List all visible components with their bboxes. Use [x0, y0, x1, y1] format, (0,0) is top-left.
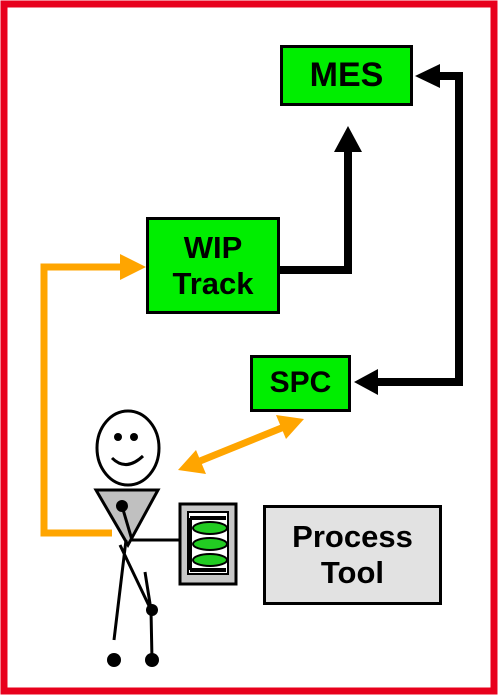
spc-label: SPC	[269, 366, 332, 400]
process-tool-label-line1: Process	[292, 519, 413, 555]
arrow-operator-to-wip	[40, 254, 146, 537]
wafer-cassette-icon	[178, 502, 238, 586]
mes-box: MES	[280, 45, 413, 106]
stick-figure-operator-icon	[93, 409, 193, 667]
process-tool-box: Process Tool	[263, 505, 442, 605]
arrow-wip-to-mes	[280, 126, 362, 274]
spc-box: SPC	[250, 355, 351, 412]
wip-track-box: WIP Track	[146, 217, 280, 314]
wip-track-label-line1: WIP	[183, 229, 243, 265]
mes-label: MES	[309, 55, 384, 94]
process-tool-label-line2: Tool	[320, 555, 385, 590]
wip-track-label-line2: Track	[172, 265, 254, 301]
arrow-operator-spc	[178, 415, 304, 474]
arrow-mes-spc	[354, 64, 463, 395]
